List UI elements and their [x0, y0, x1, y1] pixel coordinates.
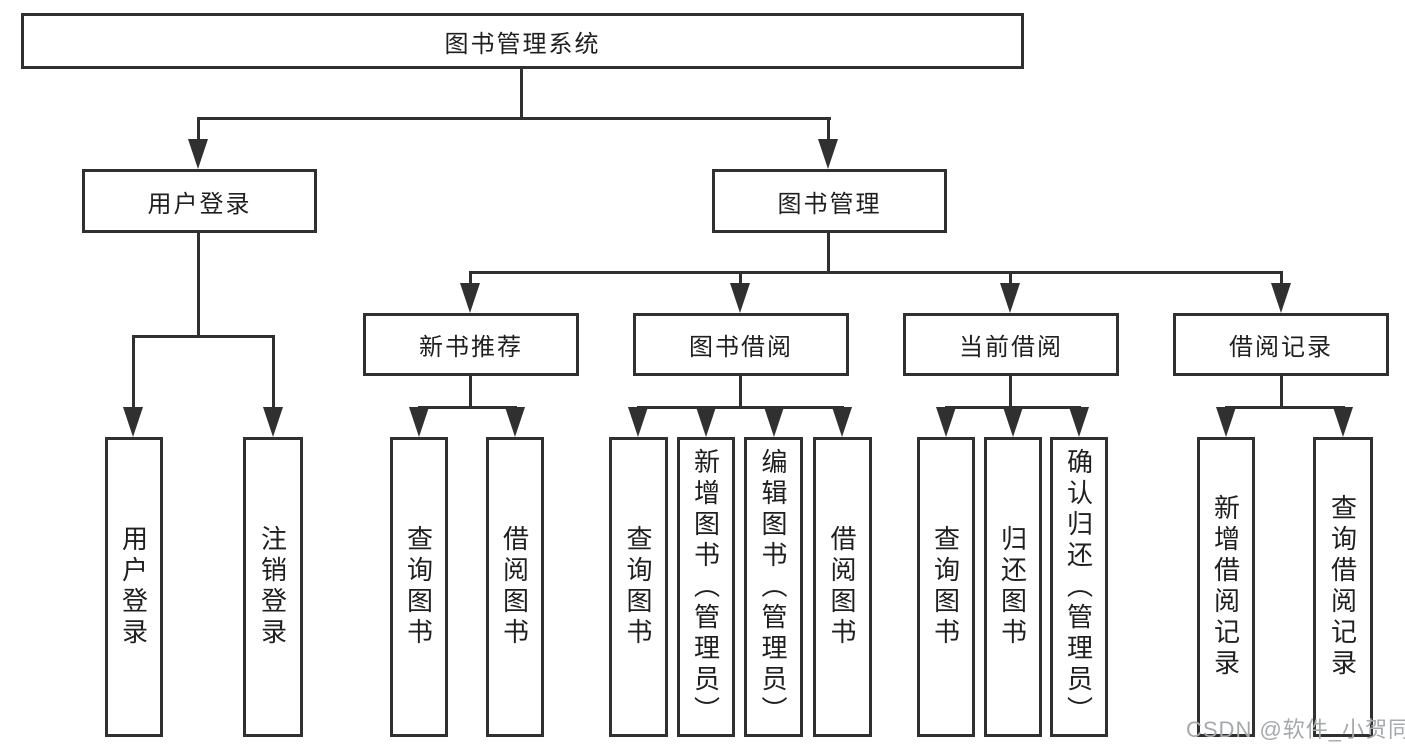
- connector-split: [469, 271, 1283, 274]
- connector-stem: [1009, 376, 1012, 406]
- connector-root-stem: [520, 69, 523, 117]
- connector-stem: [132, 335, 135, 410]
- leaf-edit-book-admin: 编辑图书（管理员）: [744, 437, 803, 737]
- arrowhead-down-icon: [1069, 407, 1089, 437]
- leaf-confirm-return-admin: 确认归还（管理员）: [1050, 437, 1108, 737]
- node-current-borrowing: 当前借阅: [903, 313, 1119, 376]
- arrowhead-down-icon: [460, 283, 480, 313]
- leaf-query-book-2: 查询图书: [609, 437, 668, 737]
- connector-stem: [1280, 376, 1283, 406]
- connector-stem: [272, 335, 275, 410]
- arrowhead-down-icon: [263, 407, 283, 437]
- arrowhead-down-icon: [409, 407, 429, 437]
- node-book-borrowing: 图书借阅: [633, 313, 849, 376]
- connector-stem: [1280, 271, 1283, 285]
- arrowhead-down-icon: [818, 139, 838, 169]
- connector-split: [132, 335, 275, 338]
- arrowhead-down-icon: [505, 407, 525, 437]
- leaf-borrow-book-1: 借阅图书: [486, 437, 544, 737]
- connector-split: [1225, 406, 1345, 409]
- node-user-login: 用户登录: [82, 169, 317, 233]
- arrowhead-down-icon: [832, 407, 852, 437]
- arrowhead-down-icon: [1003, 407, 1023, 437]
- connector-stem: [197, 117, 200, 147]
- arrowhead-down-icon: [764, 407, 784, 437]
- node-borrow-records: 借阅记录: [1173, 313, 1389, 376]
- connector-stem: [827, 117, 830, 147]
- connector-stem: [197, 233, 200, 335]
- connector-stem: [739, 376, 742, 406]
- arrowhead-down-icon: [1216, 407, 1236, 437]
- arrowhead-down-icon: [123, 407, 143, 437]
- arrowhead-down-icon: [1333, 407, 1353, 437]
- arrowhead-down-icon: [730, 283, 750, 313]
- connector-split: [418, 406, 517, 409]
- arrowhead-down-icon: [1271, 283, 1291, 313]
- connector-stem: [469, 376, 472, 406]
- connector-stem: [469, 271, 472, 285]
- leaf-add-borrow-record: 新增借阅记录: [1197, 437, 1255, 737]
- node-book-management: 图书管理: [712, 169, 947, 233]
- arrowhead-down-icon: [628, 407, 648, 437]
- arrowhead-down-icon: [1000, 283, 1020, 313]
- arrowhead-down-icon: [936, 407, 956, 437]
- csdn-watermark: CSDN @软件_小贺同学: [1186, 717, 1405, 742]
- connector-stem: [1009, 271, 1012, 285]
- leaf-query-borrow-record: 查询借阅记录: [1313, 437, 1373, 737]
- leaf-query-book-3: 查询图书: [917, 437, 975, 737]
- leaf-query-book-1: 查询图书: [390, 437, 448, 737]
- leaf-add-book-admin: 新增图书（管理员）: [677, 437, 735, 737]
- leaf-return-book: 归还图书: [984, 437, 1042, 737]
- connector-stem: [827, 233, 830, 271]
- connector-root-split: [197, 117, 831, 120]
- node-new-book-recommend: 新书推荐: [363, 313, 579, 376]
- arrowhead-down-icon: [188, 139, 208, 169]
- connector-split: [637, 406, 844, 409]
- arrowhead-down-icon: [696, 407, 716, 437]
- leaf-logout: 注销登录: [243, 437, 303, 737]
- connector-stem: [739, 271, 742, 285]
- node-root: 图书管理系统: [21, 13, 1024, 69]
- leaf-borrow-book-2: 借阅图书: [813, 437, 872, 737]
- leaf-user-login: 用户登录: [105, 437, 163, 737]
